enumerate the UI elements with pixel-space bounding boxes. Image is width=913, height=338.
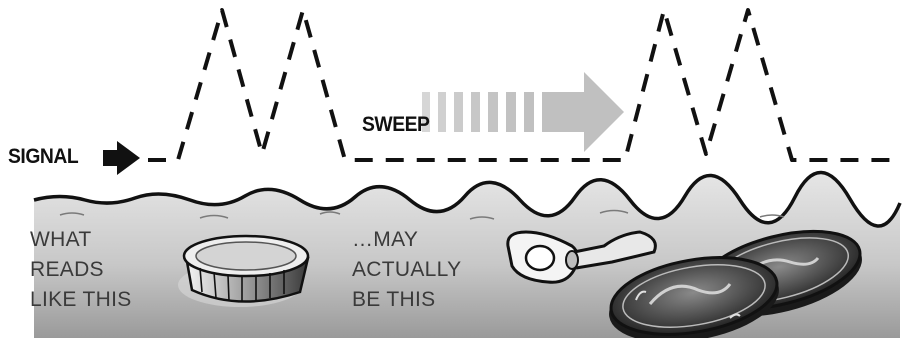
left-caption-line-2: READS <box>30 256 104 284</box>
sweep-arrow-icon <box>422 72 624 152</box>
left-caption-line-3: LIKE THIS <box>30 286 132 314</box>
bottle-cap-icon <box>178 236 308 307</box>
signal-trace <box>148 10 898 160</box>
signal-label: SIGNAL <box>8 145 78 169</box>
right-caption-line-2: ACTUALLY <box>352 256 461 284</box>
right-caption-line-3: BE THIS <box>352 286 435 314</box>
right-arrow-icon <box>103 141 140 175</box>
sweep-label: SWEEP <box>362 113 429 137</box>
left-caption-line-1: WHAT <box>30 226 91 254</box>
right-caption-line-1: …MAY <box>352 226 418 254</box>
